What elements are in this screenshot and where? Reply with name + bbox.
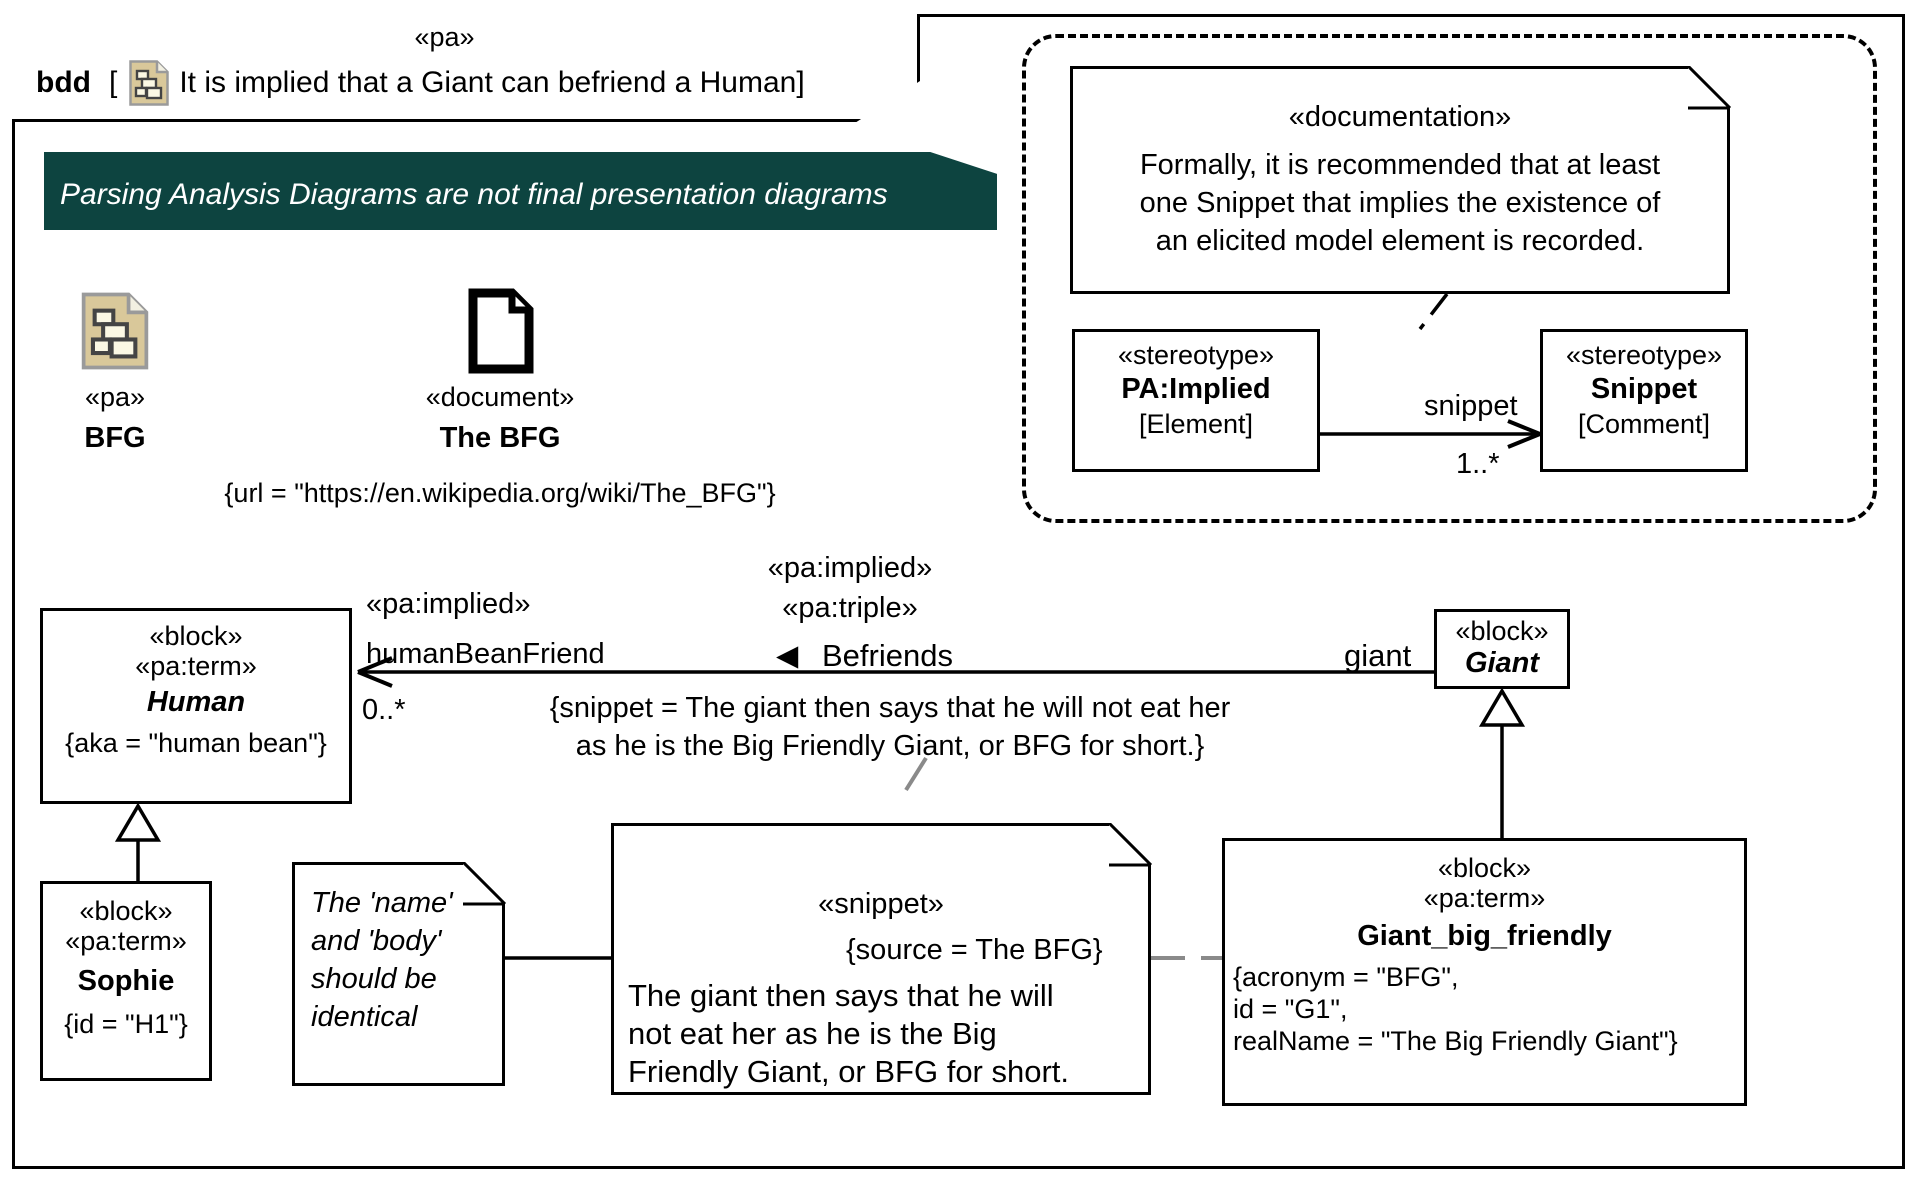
human-block-property: {aka = "human bean"} [65, 728, 327, 759]
pa-implied-stereotype-metaclass: [Element] [1138, 409, 1254, 440]
human-block-name: Human [146, 686, 246, 719]
pa-package-name: BFG [84, 422, 146, 454]
header-title: It is implied that a Giant can befriend … [179, 66, 805, 99]
identical-note: The 'name' and 'body' should be identica… [292, 862, 505, 1086]
gbf-block-stereotype1: «block» [1437, 853, 1532, 883]
documentation-note-line3: an elicited model element is recorded. [1155, 225, 1645, 257]
sophie-block-property: {id = "H1"} [64, 1009, 188, 1040]
diagram-header-inner: «pa» bdd [ It is implied that a Giant ca… [12, 14, 917, 119]
document-name: The BFG [439, 422, 561, 454]
identical-note-line1: The 'name' [311, 887, 453, 919]
stereotype-relation-multiplicity: 1..* [1456, 448, 1500, 480]
warning-banner-text: Parsing Analysis Diagrams are not final … [60, 178, 888, 211]
assoc-mid-arrow-icon: ◀ [776, 640, 799, 672]
gbf-block-property-line3: realName = "The Big Friendly Giant"} [1233, 1025, 1678, 1056]
identical-note-line4: identical [311, 1001, 418, 1033]
pa-implied-stereotype-keyword: «stereotype» [1117, 340, 1275, 370]
snippet-note-body-line2: not eat her as he is the Big [628, 1016, 997, 1051]
assoc-mid-stereotype1: «pa:implied» [767, 552, 933, 584]
assoc-mid-name: Befriends [822, 638, 953, 673]
assoc-right-role: giant [1344, 638, 1412, 673]
profile-region [1022, 34, 1877, 523]
giant-big-friendly-block: «block» «pa:term» Giant_big_friendly {ac… [1222, 838, 1747, 1106]
pa-package-stereotype: «pa» [84, 382, 146, 412]
giant-block-stereotype1: «block» [1455, 616, 1549, 646]
package-icon [129, 60, 170, 106]
assoc-constraint-line2: as he is the Big Friendly Giant, or BFG … [575, 730, 1205, 762]
gbf-block-property-line2: id = "G1", [1233, 994, 1348, 1025]
gbf-block-stereotype2: «pa:term» [1423, 883, 1546, 914]
assoc-left-role: humanBeanFriend [366, 638, 605, 670]
gbf-block-property-line1: {acronym = "BFG", [1233, 962, 1459, 993]
document-url-property: {url = "https://en.wikipedia.org/wiki/Th… [224, 478, 776, 508]
snippet-note-stereotype: «snippet» [818, 888, 944, 920]
header-keyword: bdd [36, 66, 91, 99]
sophie-block-name: Sophie [77, 965, 175, 998]
snippet-note-body-line3: Friendly Giant, or BFG for short. [628, 1054, 1070, 1089]
snippet-stereotype-keyword: «stereotype» [1565, 340, 1723, 370]
human-block: «block» «pa:term» Human {aka = "human be… [40, 608, 352, 804]
snippet-stereotype-name: Snippet [1590, 373, 1698, 406]
header-bracket-open: [ [108, 66, 118, 99]
identical-note-line3: should be [311, 963, 437, 995]
sophie-block-stereotype1: «block» [79, 896, 173, 926]
snippet-note-body-line1: The giant then says that he will [628, 978, 1054, 1013]
identical-note-line2: and 'body' [311, 925, 442, 957]
package-icon-svg [129, 60, 170, 106]
header-stereotype: «pa» [414, 22, 475, 52]
header-title-line: bdd [ It is implied that a Giant can bef… [36, 60, 805, 106]
giant-block-name: Giant [1464, 647, 1540, 680]
gbf-block-name: Giant_big_friendly [1357, 920, 1612, 953]
assoc-left-multiplicity: 0..* [362, 694, 406, 726]
giant-block: «block» Giant [1434, 609, 1570, 689]
human-block-stereotype1: «block» [149, 621, 243, 651]
diagram-header-frame: «pa» bdd [ It is implied that a Giant ca… [12, 14, 920, 122]
assoc-mid-stereotype2: «pa:triple» [782, 592, 918, 624]
document-stereotype: «document» [425, 382, 575, 412]
stereotype-relation-role: snippet [1424, 390, 1518, 422]
pa-implied-stereotype-box: «stereotype» PA:Implied [Element] [1072, 329, 1320, 472]
pa-package-icon-svg [81, 292, 149, 370]
snippet-note: «snippet» {source = The BFG} The giant t… [611, 823, 1151, 1095]
documentation-note-line1: Formally, it is recommended that at leas… [1139, 149, 1661, 181]
pa-implied-stereotype-name: PA:Implied [1121, 373, 1271, 406]
sophie-block: «block» «pa:term» Sophie {id = "H1"} [40, 881, 212, 1081]
warning-banner: Parsing Analysis Diagrams are not final … [44, 152, 997, 230]
snippet-stereotype-box: «stereotype» Snippet [Comment] [1540, 329, 1748, 472]
assoc-constraint-line1: {snippet = The giant then says that he w… [549, 692, 1231, 724]
assoc-left-stereotype: «pa:implied» [366, 588, 531, 620]
pa-package-icon [80, 292, 150, 370]
document-icon [468, 288, 534, 374]
documentation-note: «documentation» Formally, it is recommen… [1070, 66, 1730, 294]
document-icon-svg [468, 288, 534, 374]
snippet-stereotype-metaclass: [Comment] [1577, 409, 1711, 440]
documentation-note-line2: one Snippet that implies the existence o… [1139, 187, 1661, 219]
documentation-note-stereotype: «documentation» [1288, 101, 1512, 133]
human-block-stereotype2: «pa:term» [135, 651, 257, 682]
snippet-note-source: {source = The BFG} [846, 934, 1103, 966]
sophie-block-stereotype2: «pa:term» [65, 926, 187, 957]
